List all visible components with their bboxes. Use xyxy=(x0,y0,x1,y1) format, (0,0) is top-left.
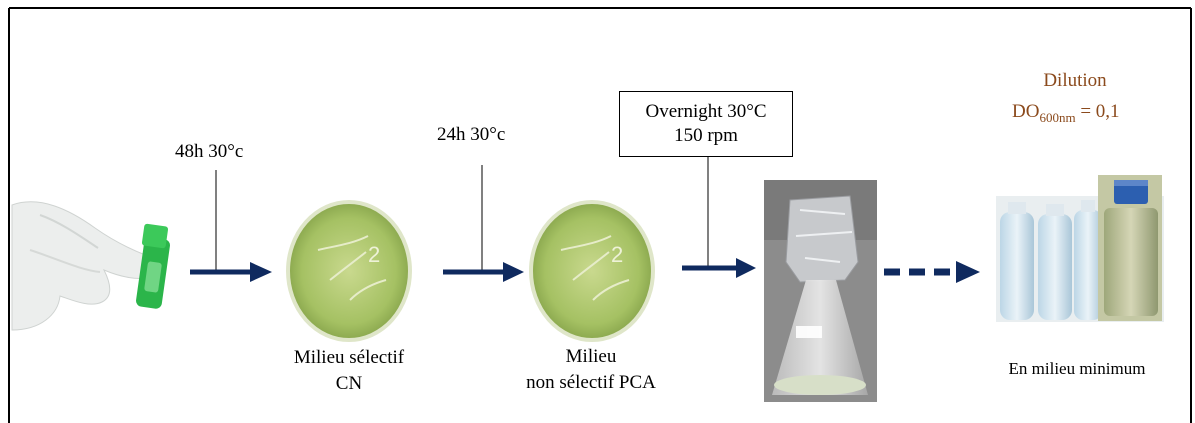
arrow-step-2 xyxy=(443,165,524,282)
svg-text:2: 2 xyxy=(368,242,380,267)
dilution-title: Dilution xyxy=(1043,70,1107,91)
step3-condition-box: Overnight 30°C 150 rpm xyxy=(619,91,793,157)
step2-condition-label: 24h 30°c xyxy=(437,124,506,145)
svg-text:2: 2 xyxy=(611,242,623,267)
gloved-hand-with-vial-image xyxy=(11,201,170,331)
dashed-arrow xyxy=(884,261,980,283)
final-medium-label: En milieu minimum xyxy=(1008,359,1146,378)
step1-condition-label: 48h 30°c xyxy=(175,141,244,162)
medium1-label-line2: CN xyxy=(335,373,363,394)
arrow-step-3 xyxy=(682,157,756,278)
bottles-image xyxy=(996,175,1164,322)
medium2-label-line2: non sélectif PCA xyxy=(526,372,656,393)
figure-border xyxy=(8,7,1192,423)
dilution-subscript: 600nm xyxy=(1039,109,1076,125)
arrow-step-1 xyxy=(190,170,272,282)
dilution-value: = 0,1 xyxy=(1080,101,1120,122)
dilution-formula: DO600nm = 0,1 xyxy=(1012,100,1120,130)
erlenmeyer-flask-image xyxy=(764,180,877,402)
dilution-do: DO xyxy=(1012,101,1040,122)
step3-condition-line1: Overnight 30°C xyxy=(645,101,767,122)
step3-condition-line2: 150 rpm xyxy=(674,125,738,146)
petri-dish-pca-image: 2 xyxy=(529,200,655,342)
petri-dish-cn-image: 2 xyxy=(286,200,412,342)
medium1-label-line1: Milieu sélectif xyxy=(293,347,405,368)
medium2-label-line1: Milieu xyxy=(565,346,617,367)
